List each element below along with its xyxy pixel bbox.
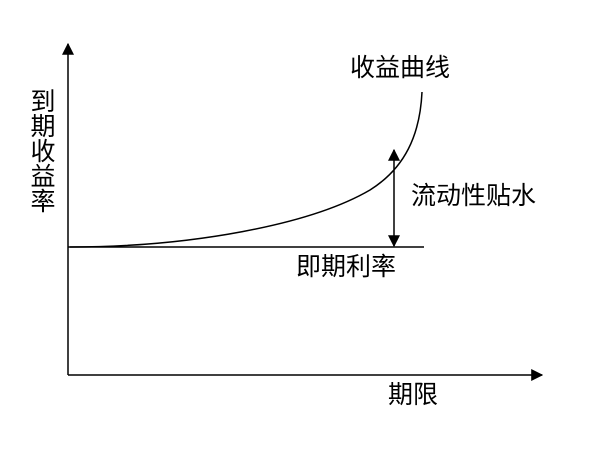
x-axis-label: 期限: [388, 380, 439, 409]
yield-curve: [69, 91, 423, 248]
spot-rate-label: 即期利率: [296, 252, 397, 281]
liquidity-premium-label: 流动性贴水: [411, 181, 537, 210]
yield-curve-label: 收益曲线: [350, 53, 451, 82]
y-axis-label: 到期收益率: [27, 88, 56, 213]
